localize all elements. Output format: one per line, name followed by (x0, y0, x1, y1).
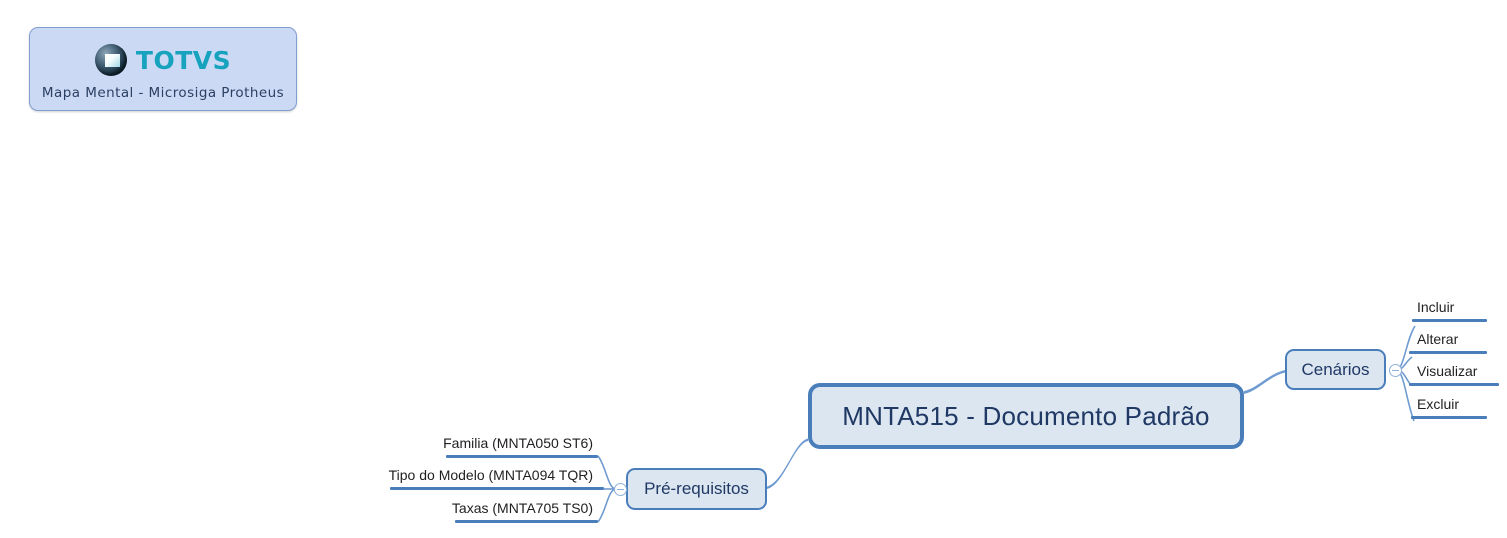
branch-node-pre-requisitos-label: Pré-requisitos (644, 479, 749, 498)
title-card: TOTVS Mapa Mental - Microsiga Protheus (29, 27, 297, 111)
leaf-node-tipo-do-modelo-label: Tipo do Modelo (MNTA094 TQR) (388, 467, 593, 483)
root-node[interactable]: MNTA515 - Documento Padrão (808, 383, 1244, 449)
leaf-node-excluir-label: Excluir (1417, 396, 1460, 412)
leaf-underline-incluir (1412, 319, 1487, 322)
connector-prereq-taxas (597, 488, 617, 523)
leaf-node-incluir[interactable]: Incluir (1417, 299, 1454, 316)
leaf-underline-excluir (1411, 416, 1487, 419)
leaf-node-incluir-label: Incluir (1417, 299, 1455, 315)
leaf-node-alterar[interactable]: Alterar (1417, 331, 1458, 348)
leaf-node-taxas-label: Taxas (MNTA705 TS0) (451, 500, 593, 516)
leaf-underline-alterar (1409, 351, 1487, 354)
brand-row: TOTVS (30, 39, 296, 81)
title-card-subtitle: Mapa Mental - Microsiga Protheus (41, 85, 285, 101)
totvs-sphere-icon (94, 44, 127, 76)
leaf-node-familia-label: Familia (MNTA050 ST6) (443, 435, 593, 451)
connector-root-to-prerequisitos (767, 438, 808, 489)
connector-prereq-familia (597, 455, 617, 490)
branch-node-cenarios-label: Cenários (1301, 359, 1370, 379)
root-node-label: MNTA515 - Documento Padrão (842, 400, 1210, 431)
branch-node-cenarios[interactable]: Cenários (1285, 349, 1386, 390)
leaf-node-visualizar-label: Visualizar (1417, 363, 1478, 379)
collapse-toggle-pre-requisitos[interactable] (614, 483, 627, 496)
leaf-underline-taxas (455, 520, 598, 523)
leaf-node-excluir[interactable]: Excluir (1417, 396, 1459, 413)
branch-node-pre-requisitos[interactable]: Pré-requisitos (626, 468, 767, 510)
collapse-toggle-cenarios[interactable] (1389, 364, 1402, 377)
leaf-node-tipo-do-modelo[interactable]: Tipo do Modelo (MNTA094 TQR) (385, 467, 593, 484)
connector-cenarios-incluir (1395, 325, 1416, 371)
brand-wordmark: TOTVS (135, 45, 232, 75)
connector-cenarios-excluir (1395, 369, 1415, 422)
leaf-node-alterar-label: Alterar (1417, 331, 1459, 347)
leaf-underline-familia (446, 455, 598, 458)
leaf-node-visualizar[interactable]: Visualizar (1417, 363, 1477, 380)
leaf-node-familia[interactable]: Familia (MNTA050 ST6) (385, 435, 593, 452)
leaf-node-taxas[interactable]: Taxas (MNTA705 TS0) (385, 500, 593, 517)
leaf-underline-visualizar (1409, 383, 1499, 386)
connector-root-to-cenarios (1244, 370, 1285, 394)
leaf-underline-tipo-do-modelo (390, 487, 604, 490)
